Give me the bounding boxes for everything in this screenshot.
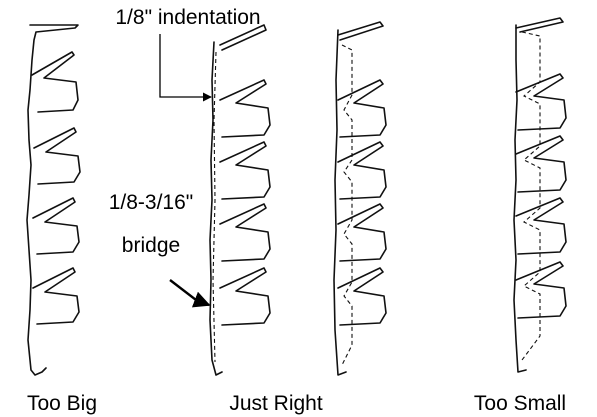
too-small-strip-right — [513, 17, 567, 373]
too-small-right-outline — [513, 24, 527, 373]
too-small-teeth — [337, 21, 387, 326]
caption-just-right: Just Right — [229, 392, 323, 415]
just-right-outline — [209, 41, 223, 376]
too-big-strip — [26, 24, 81, 376]
too-small-right-teeth — [515, 17, 567, 319]
caption-too-small: Too Small — [474, 392, 566, 415]
indentation-arrow — [159, 34, 212, 102]
just-right-strip — [209, 24, 271, 376]
too-small-right-dashed-line — [521, 31, 541, 361]
bridge-arrow — [169, 279, 211, 308]
just-right-dashed-line — [212, 51, 217, 363]
indentation-label: 1/8" indentation — [115, 6, 260, 29]
too-small-dashed-line — [341, 44, 353, 366]
too-small-outline — [333, 29, 347, 376]
too-big-outline — [26, 24, 79, 376]
bridge-label-line2: bridge — [122, 234, 180, 257]
caption-too-big: Too Big — [27, 392, 97, 415]
too-big-teeth — [31, 51, 81, 325]
bridge-label-line1: 1/8-3/16" — [109, 191, 194, 214]
just-right-teeth — [219, 24, 271, 326]
too-small-strip — [333, 21, 387, 376]
